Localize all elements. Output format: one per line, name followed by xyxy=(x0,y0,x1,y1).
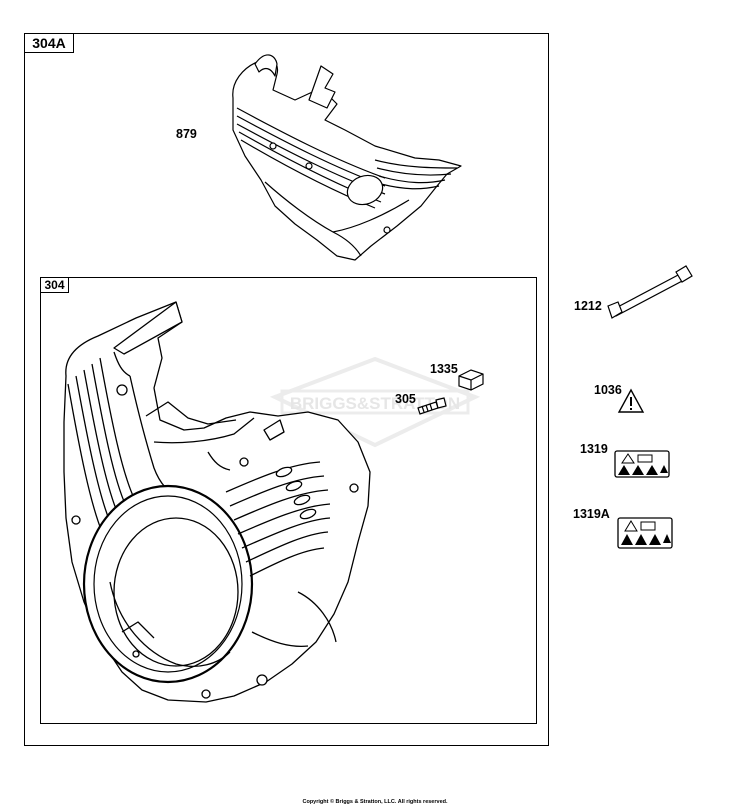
part-305-screw xyxy=(417,397,447,415)
assembly-box-304a xyxy=(24,33,549,746)
part-1036-warning-icon xyxy=(617,388,645,413)
copyright-footer: Copyright © Briggs & Stratton, LLC. All … xyxy=(302,799,448,805)
callout-1319a: 1319A xyxy=(573,507,610,521)
part-1212-rod xyxy=(607,265,693,319)
assembly-box-304 xyxy=(40,277,537,724)
callout-1335: 1335 xyxy=(430,362,458,376)
part-879-shroud-cover xyxy=(232,54,462,261)
callout-1036: 1036 xyxy=(594,383,622,397)
callout-1212: 1212 xyxy=(574,299,602,313)
assembly-label-304: 304 xyxy=(40,277,69,293)
callout-305: 305 xyxy=(395,392,416,406)
part-1319-decal-icon xyxy=(614,450,670,478)
callout-879: 879 xyxy=(176,127,197,141)
part-304-blower-housing xyxy=(63,301,371,703)
assembly-label-304a: 304A xyxy=(24,33,74,53)
part-1335-spacer xyxy=(458,369,484,391)
part-1319a-decal-icon xyxy=(617,517,673,549)
callout-1319: 1319 xyxy=(580,442,608,456)
